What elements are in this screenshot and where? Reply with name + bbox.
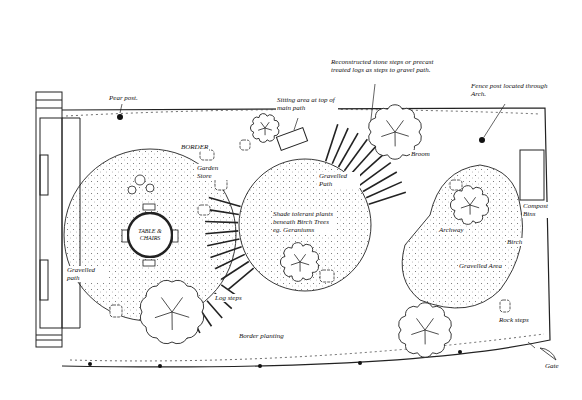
tree-branch — [470, 205, 479, 208]
plan-note: Reconstructed stone steps or precast tre… — [330, 58, 442, 74]
step-plank — [332, 128, 348, 164]
chairs — [122, 175, 178, 266]
table-circle: TABLE & CHAIRS — [127, 212, 173, 258]
shrub — [110, 305, 122, 317]
tree-branch — [291, 262, 300, 265]
shrub — [198, 205, 210, 215]
tree-canopy — [250, 114, 279, 143]
boundary — [62, 108, 550, 367]
table-label: TABLE & CHAIRS — [136, 228, 164, 242]
step-plank — [215, 254, 245, 268]
step-plank — [350, 146, 376, 175]
tree-canopy — [140, 280, 203, 343]
gravel-area — [402, 165, 522, 308]
step-plank — [210, 247, 241, 258]
shrub — [240, 140, 250, 150]
tree-branch — [155, 312, 172, 318]
tree-branch — [300, 262, 309, 265]
shrub — [320, 270, 334, 282]
tree-branch — [395, 132, 409, 136]
plan-note: Shade tolerant plants beneath Birch Tree… — [272, 210, 336, 234]
tree-branch — [294, 254, 300, 262]
plan-note: Border planting — [238, 332, 285, 340]
tree-branch — [464, 197, 470, 205]
hedge — [66, 109, 544, 360]
step-plank — [359, 163, 391, 186]
shrub — [450, 180, 462, 190]
tree-branch — [411, 330, 425, 335]
tree-branch — [161, 297, 172, 312]
plan-note: Rock steps — [498, 316, 530, 324]
gravel-circle — [239, 159, 371, 291]
tree-branch — [395, 120, 403, 132]
shrub — [500, 300, 510, 312]
tree-branch — [172, 312, 173, 330]
plan-note: Birch — [506, 238, 523, 246]
plan-note: Compost Bins — [522, 202, 558, 218]
tree-branch — [265, 128, 266, 135]
tree-branch — [300, 254, 306, 262]
table-outline — [128, 213, 172, 257]
tree-branch — [300, 262, 301, 272]
tree-branch — [425, 330, 426, 344]
step-plank — [363, 172, 397, 192]
step-plank — [205, 231, 238, 234]
compost-bin — [520, 150, 544, 200]
tree-canopy — [280, 243, 318, 282]
step-plank — [228, 268, 253, 289]
step-plank — [205, 222, 238, 223]
bench — [276, 128, 307, 151]
plan-note: Sitting area at top of main path — [276, 96, 338, 112]
tree-branch — [265, 128, 272, 130]
tree-branch — [386, 120, 395, 132]
gate — [540, 348, 556, 360]
tree-branch — [416, 318, 425, 330]
tree-branch — [395, 132, 396, 146]
plan-note: Pear post. — [108, 94, 139, 102]
tree-branch — [261, 122, 265, 128]
step-plank — [207, 301, 222, 318]
tree-branch — [172, 312, 189, 317]
tree-branch — [172, 297, 183, 312]
plan-note: Fence post located through Arch. — [470, 82, 552, 98]
plan-note: BORDER — [180, 143, 209, 151]
tree-branch — [265, 122, 269, 128]
posts — [88, 114, 485, 368]
step-plank — [209, 197, 241, 206]
tree-branch — [470, 205, 471, 215]
tree-branch — [470, 197, 476, 205]
plan-note: Archway — [438, 226, 465, 234]
plan-note: Gravelled path — [66, 266, 108, 282]
tree-branch — [461, 205, 470, 208]
step-plank — [207, 239, 239, 246]
step-plank — [369, 192, 406, 204]
step-plank — [339, 133, 359, 167]
tree-branch — [381, 132, 395, 137]
tree-branch — [258, 128, 265, 130]
plan-note: Gravelled Area — [458, 262, 503, 270]
tree-branch — [425, 318, 433, 330]
step-plank — [344, 139, 367, 171]
step-plank — [206, 209, 239, 214]
leader-line — [120, 84, 535, 348]
tree-canopy — [450, 186, 488, 225]
tree-canopy — [399, 303, 452, 357]
plan-note: Gravelled Path — [318, 172, 360, 188]
plan-note: Broom — [410, 150, 431, 158]
shrub — [200, 150, 214, 160]
tree-branch — [425, 330, 439, 334]
plan-note: Gate — [544, 362, 560, 370]
plan-note: Log steps — [214, 294, 243, 302]
plan-note: Garden Store — [196, 164, 234, 180]
